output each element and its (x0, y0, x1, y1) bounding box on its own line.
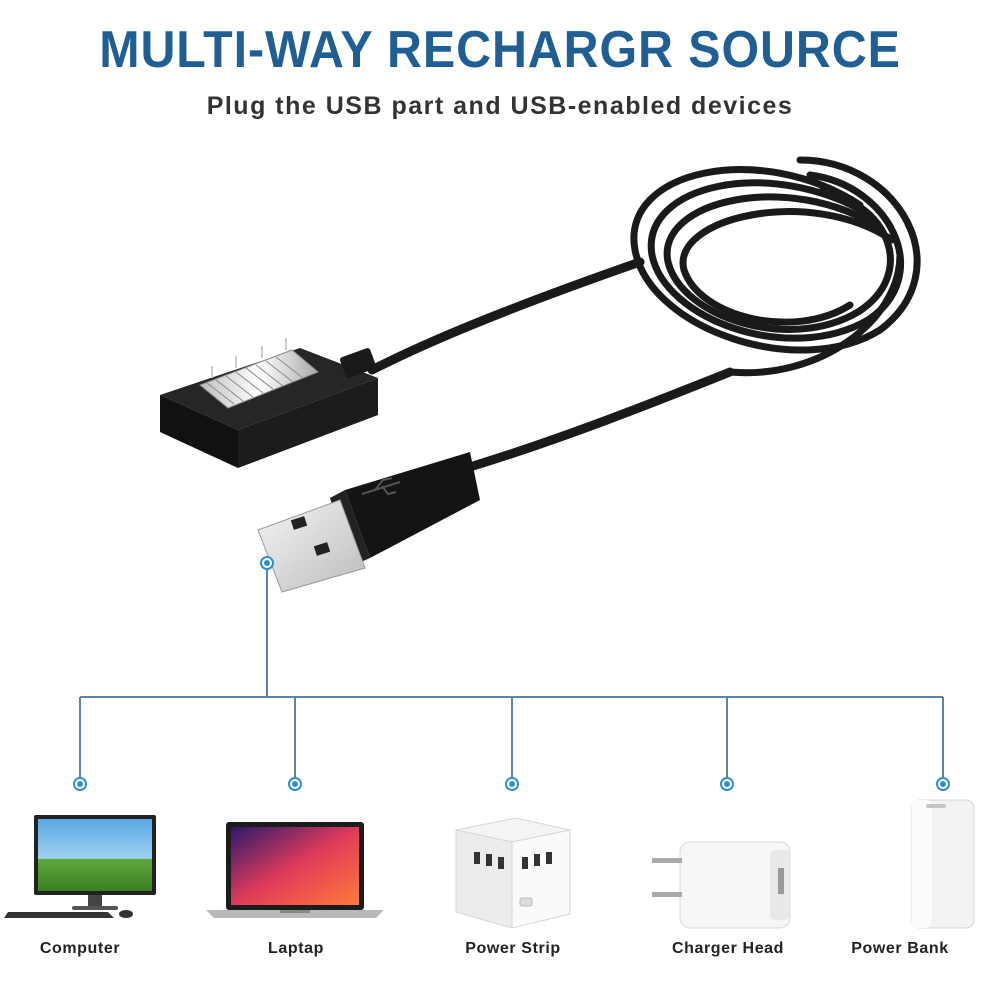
device-label-charger-head: Charger Head (671, 940, 785, 957)
pogo-pins (199, 349, 319, 409)
connector-tree (79, 565, 944, 784)
charger-head-icon (652, 841, 791, 929)
cable-coil (630, 156, 921, 377)
cable-to-charger (367, 257, 645, 375)
device-label-laptop: Laptap (267, 940, 325, 957)
power-strip-icon (455, 817, 571, 929)
laptop-icon (206, 822, 384, 918)
monitor-icon (4, 815, 156, 918)
usb-symbol-icon (361, 477, 401, 496)
page-subtitle: Plug the USB part and USB-enabled device… (206, 92, 794, 120)
cable-to-usb (455, 367, 735, 475)
usb-plug-icon (257, 452, 480, 593)
device-label-power-strip: Power Strip (465, 940, 561, 957)
connector-dots (73, 556, 950, 791)
device-label-computer: Computer (39, 940, 121, 957)
device-label-power-bank: Power Bank (851, 940, 949, 957)
magnetic-charger-icon (160, 338, 378, 468)
power-bank-icon (911, 799, 975, 929)
page-title: MULTI-WAY RECHARGR SOURCE (99, 21, 901, 79)
